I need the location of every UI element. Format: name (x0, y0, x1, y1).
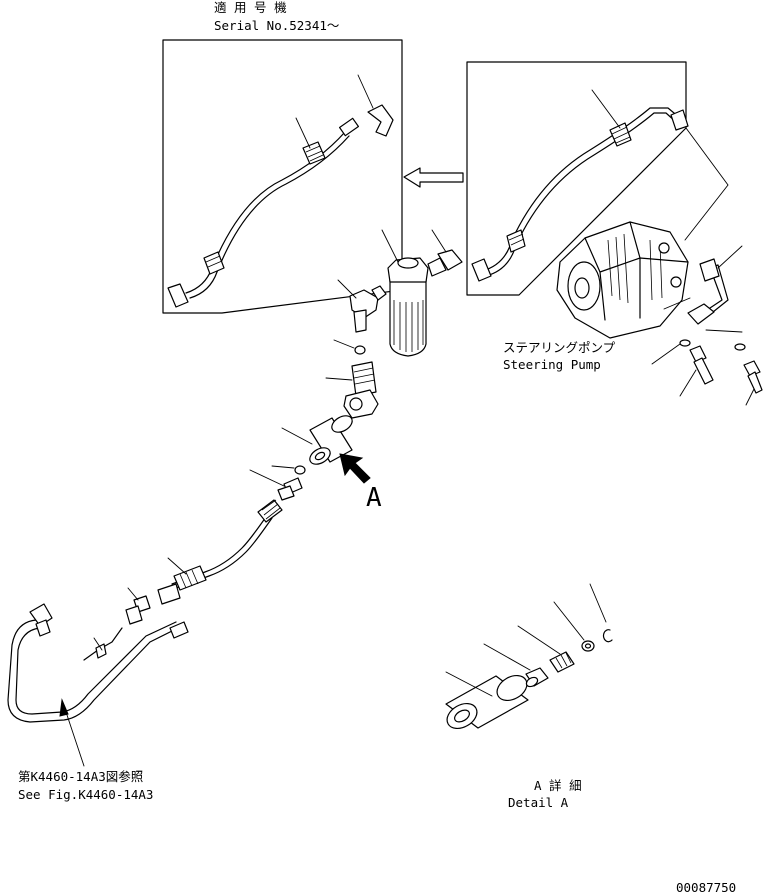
drawing-number: 00087750 (676, 880, 736, 894)
serial-label-en: Serial No.52341～ (214, 18, 339, 33)
detail-label-jp: A 詳 細 (534, 778, 582, 793)
serial-variant-inset (162, 39, 403, 314)
line-filter (381, 229, 463, 357)
direction-arrow (403, 167, 464, 188)
pressure-hose (157, 499, 283, 605)
pump-label-en: Steering Pump (503, 357, 601, 372)
check-valve (325, 361, 379, 419)
serial-label-jp: 適 用 号 機 (214, 0, 287, 15)
elbow-fitting (333, 279, 387, 355)
reference-label-en: See Fig.K4460-14A3 (18, 787, 153, 802)
pump-label-jp: ステアリングポンプ (503, 340, 616, 355)
view-a-arrow (339, 453, 371, 484)
view-letter-a: A (366, 483, 382, 513)
detail-label-en: Detail A (508, 795, 569, 810)
reference-pipe (7, 603, 189, 767)
pump-outlet-pipe (651, 245, 763, 406)
reference-label-jp: 第K4460-14A3図参照 (18, 769, 143, 784)
standard-variant-inset (466, 61, 729, 296)
adapter-fitting (125, 587, 151, 625)
o-ring (294, 465, 306, 475)
straight-connector (249, 469, 303, 501)
detail-a-parts (445, 583, 613, 730)
valve-cylinder (281, 415, 353, 465)
steering-pump (556, 221, 689, 339)
